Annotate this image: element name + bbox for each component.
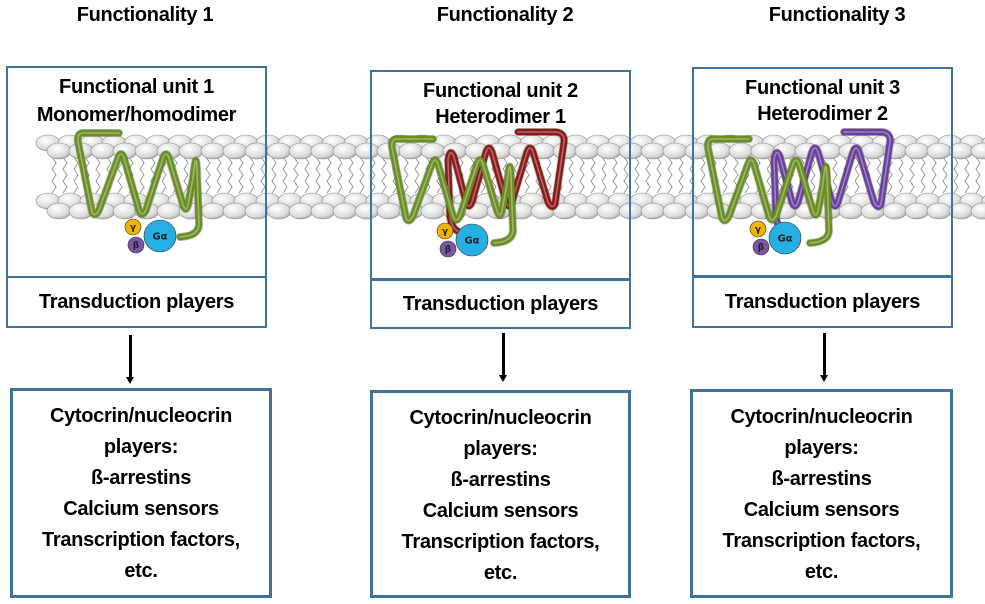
transduction-players-label: Transduction players bbox=[724, 290, 921, 313]
lipid-tail bbox=[623, 156, 629, 194]
players-line: Cytocrin/nucleocrin bbox=[730, 406, 913, 428]
lipid-tail bbox=[304, 156, 310, 194]
functional-unit-3-subtitle: Heterodimer 2 bbox=[757, 103, 888, 125]
lipid-tail bbox=[568, 156, 574, 194]
lipid-tail bbox=[579, 156, 585, 194]
functional-unit-3-title: Functional unit 3 bbox=[745, 77, 900, 99]
lipid-head bbox=[266, 202, 292, 220]
lipid-head bbox=[970, 142, 985, 160]
functionality-3-heading: Functionality 3 bbox=[768, 4, 906, 26]
lipid-tail bbox=[942, 156, 948, 194]
lipid-head bbox=[310, 142, 336, 160]
lipid-tail bbox=[909, 156, 915, 194]
lipid-tail bbox=[337, 156, 343, 194]
functional-unit-1-box: Functional unit 1 Monomer/homodimer bbox=[6, 66, 267, 278]
lipid-tail bbox=[964, 156, 970, 194]
lipid-tail bbox=[612, 156, 618, 194]
players-line: Transcription factors, bbox=[722, 530, 921, 552]
lipid-tail bbox=[205, 156, 211, 194]
lipid-tail bbox=[590, 156, 596, 194]
lipid-tail bbox=[227, 156, 233, 194]
lipid-head bbox=[266, 142, 292, 160]
lipid-head bbox=[332, 142, 358, 160]
players-line: players: bbox=[784, 437, 859, 459]
players-line: Calcium sensors bbox=[63, 498, 219, 520]
lipid-tail bbox=[975, 156, 981, 194]
players-line: etc. bbox=[124, 560, 158, 582]
lipid-tail bbox=[359, 156, 365, 194]
lipid-head bbox=[640, 142, 666, 160]
functional-unit-2-subtitle: Heterodimer 1 bbox=[435, 106, 566, 128]
cytocrin-players-box-3: Cytocrin/nucleocrin players: ß-arrestins… bbox=[690, 389, 953, 598]
lipid-tail bbox=[667, 156, 673, 194]
players-line: Calcium sensors bbox=[743, 499, 900, 521]
players-line: ß-arrestins bbox=[771, 468, 872, 490]
lipid-head bbox=[288, 202, 314, 220]
lipid-head bbox=[288, 142, 314, 160]
lipid-tail bbox=[249, 156, 255, 194]
transduction-players-box-1: Transduction players bbox=[6, 276, 267, 328]
arrow-down-3 bbox=[820, 333, 828, 382]
players-line: Transcription factors, bbox=[42, 529, 240, 551]
players-line: players: bbox=[463, 438, 538, 460]
lipid-tail bbox=[931, 156, 937, 194]
lipid-tail bbox=[678, 156, 684, 194]
transduction-players-label: Transduction players bbox=[402, 292, 599, 315]
lipid-tail bbox=[271, 156, 277, 194]
lipid-head bbox=[970, 202, 985, 220]
players-line: Cytocrin/nucleocrin bbox=[409, 407, 592, 429]
players-line: ß-arrestins bbox=[450, 469, 551, 491]
lipid-tail bbox=[898, 156, 904, 194]
players-line: ß-arrestins bbox=[90, 467, 192, 489]
transduction-players-box-2: Transduction players bbox=[370, 279, 631, 329]
cytocrin-players-box-2: Cytocrin/nucleocrin players: ß-arrestins… bbox=[370, 390, 631, 598]
lipid-tail bbox=[645, 156, 651, 194]
lipid-tail bbox=[601, 156, 607, 194]
players-line: etc. bbox=[483, 562, 518, 584]
functional-unit-1-title: Functional unit 1 bbox=[59, 76, 214, 98]
lipid-tail bbox=[62, 156, 68, 194]
functional-unit-1-subtitle: Monomer/homodimer bbox=[36, 104, 237, 126]
lipid-tail bbox=[293, 156, 299, 194]
lipid-head bbox=[332, 202, 358, 220]
transduction-players-box-3: Transduction players bbox=[692, 276, 953, 328]
lipid-tail bbox=[656, 156, 662, 194]
lipid-tail bbox=[238, 156, 244, 194]
lipid-tail bbox=[216, 156, 222, 194]
lipid-tail bbox=[51, 156, 57, 194]
lipid-head bbox=[662, 142, 688, 160]
lipid-tail bbox=[634, 156, 640, 194]
functional-unit-2-box: Functional unit 2 Heterodimer 1 bbox=[370, 70, 631, 280]
lipid-tail bbox=[370, 156, 376, 194]
arrow-down-1 bbox=[126, 335, 134, 384]
cytocrin-players-box-1: Cytocrin/nucleocrin players: ß-arrestins… bbox=[10, 388, 272, 598]
players-line: etc. bbox=[804, 561, 839, 583]
players-line: Calcium sensors bbox=[422, 500, 579, 522]
arrow-down-2 bbox=[499, 333, 507, 382]
lipid-head bbox=[310, 202, 336, 220]
lipid-tail bbox=[348, 156, 354, 194]
players-line: Transcription factors, bbox=[401, 531, 600, 553]
transduction-players-label: Transduction players bbox=[38, 290, 235, 313]
lipid-tail bbox=[381, 156, 387, 194]
lipid-head bbox=[662, 202, 688, 220]
lipid-tail bbox=[326, 156, 332, 194]
functional-unit-2-title: Functional unit 2 bbox=[423, 80, 578, 102]
players-line: players: bbox=[103, 436, 179, 458]
lipid-head bbox=[640, 202, 666, 220]
players-line: Cytocrin/nucleocrin bbox=[49, 405, 233, 427]
lipid-tail bbox=[953, 156, 959, 194]
functional-unit-3-box: Functional unit 3 Heterodimer 2 bbox=[692, 67, 953, 277]
lipid-tail bbox=[282, 156, 288, 194]
functionality-2-heading: Functionality 2 bbox=[436, 4, 574, 26]
lipid-tail bbox=[920, 156, 926, 194]
lipid-tail bbox=[315, 156, 321, 194]
lipid-tail bbox=[689, 156, 695, 194]
functionality-1-heading: Functionality 1 bbox=[76, 4, 214, 26]
